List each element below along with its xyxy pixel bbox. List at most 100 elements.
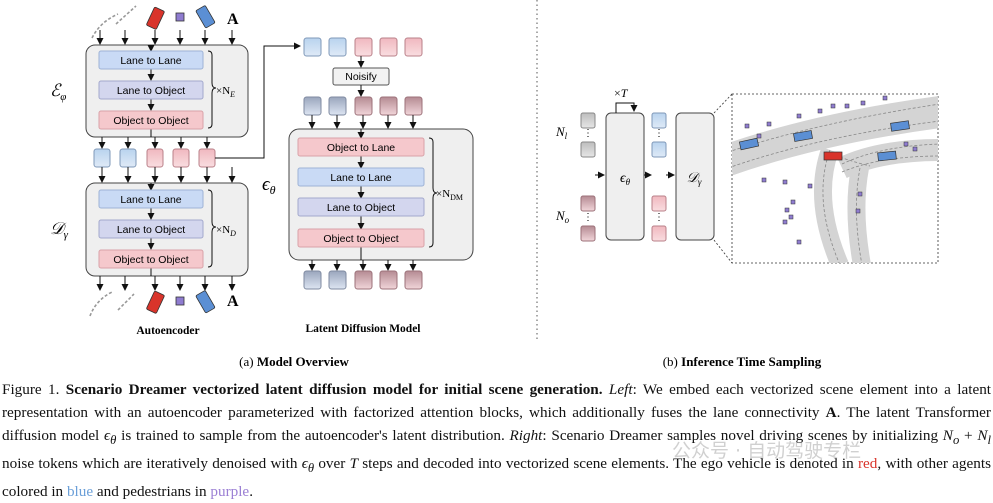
noisy-lane-token (328, 96, 347, 116)
autoencoder-group: A Lane to Lane Lane to Object Object to … (50, 5, 249, 337)
encoder-block-1 (98, 50, 204, 70)
decoder-input-arrows (98, 167, 236, 183)
caption-label: Figure 1. (2, 381, 60, 398)
caption-text: noise tokens which are iteratively denoi… (2, 455, 302, 473)
pedestrian (744, 123, 750, 129)
pedestrian (782, 219, 788, 225)
decoder-symbol: 𝒟γ (50, 219, 69, 241)
denoised-lane-token (651, 112, 667, 129)
input-noise-tokens: ⋮ ⋮ (580, 112, 596, 242)
encoder-block-3-label: Object to Object (113, 115, 188, 127)
denoised-latent-tokens: ⋮ ⋮ (651, 112, 667, 242)
caption-eps2-sub: θ (307, 461, 315, 476)
pedestrian (796, 113, 802, 119)
noise-object-token (580, 195, 596, 212)
caption-text: is trained to sample from the autoencode… (116, 427, 510, 444)
caption-t: T (349, 455, 359, 473)
diffusion-block-3 (297, 197, 425, 217)
caption-no: N (942, 427, 953, 444)
latent-object-token (379, 37, 398, 57)
caption-nl: N (977, 427, 988, 444)
pedestrian (788, 214, 794, 220)
caption-eps2: ϵ (301, 455, 308, 473)
predicted-lane-token (303, 270, 322, 290)
pedestrian (830, 103, 836, 109)
watermark: 公众号 · 自动驾驶专栏 (672, 440, 862, 462)
caption-plus: + (959, 427, 978, 444)
encoder-symbol: ℰφ (50, 81, 66, 103)
scene-elements-bottom: A (89, 290, 239, 317)
clean-latent-tokens (303, 37, 423, 57)
pedestrian (882, 95, 888, 101)
denoised-lane-token (651, 141, 667, 158)
agent-car-icon (195, 290, 216, 314)
decoder-box (675, 112, 715, 241)
predicted-lane-token (328, 270, 347, 290)
decoder-block-1-label: Lane to Lane (120, 194, 181, 206)
road-right-down (847, 166, 871, 263)
caption-text: : We embed each vectorized scene element… (2, 381, 992, 421)
loop-label: ×T (614, 86, 629, 100)
noise-object-token (580, 225, 596, 242)
latent-to-diffusion-arrow (215, 42, 301, 159)
pedestrian (855, 208, 861, 214)
noisify-label: Noisify (345, 71, 377, 83)
lane-line (825, 151, 871, 167)
diffusion-block-4-label: Object to Object (323, 233, 398, 245)
denoised-object-token (651, 195, 667, 212)
diffusion-block-1 (297, 137, 425, 157)
caption-right-word: Right (509, 427, 543, 444)
diffusion-block-4 (297, 228, 425, 248)
autoencoder-title: Autoencoder (136, 325, 199, 337)
caption-text: over (314, 455, 350, 473)
decoder-block-3 (98, 249, 204, 269)
inference-group: Nl No ⋮ ⋮ ϵθ ×T ×T ⋮ ⋮ 𝒟γ (555, 86, 939, 264)
lane-diag-icon (117, 293, 135, 311)
agent-vehicle (793, 130, 813, 142)
subcaption-b: (b) Inference Time Sampling (663, 354, 822, 369)
pedestrian (860, 100, 866, 106)
lane-curve-icon (89, 291, 113, 317)
noise-lane-token (580, 112, 596, 129)
noisy-object-token (404, 96, 423, 116)
caption-text: : Scenario Dreamer samples novel driving… (542, 427, 943, 444)
latent-tokens (93, 148, 216, 168)
encoder-output-arrows (98, 137, 211, 149)
caption-eps-sub: θ (110, 433, 117, 448)
latent-object-token (172, 148, 190, 168)
pedestrian-icon (175, 12, 185, 22)
zoom-line (713, 93, 733, 114)
pedestrian (857, 191, 863, 197)
caption-text: . The latent Transformer diffusion model (2, 404, 991, 444)
latent-lane-token (93, 148, 111, 168)
agent-vehicle (877, 150, 897, 162)
caption-text: . (249, 483, 253, 501)
caption-text: steps and decoded into vectorized scene … (358, 455, 858, 473)
latent-object-token (146, 148, 164, 168)
denoised-tokens (303, 270, 423, 290)
diffusion-block-2-label: Lane to Lane (330, 172, 391, 184)
pedestrian (817, 108, 823, 114)
ellipsis: ⋮ (654, 212, 664, 223)
decoder-block-3-label: Object to Object (113, 254, 188, 266)
diffusion-input-arrows (308, 115, 417, 129)
noisy-lane-token (303, 96, 322, 116)
decoder-box-symbol: 𝒟γ (687, 171, 702, 187)
latent-object-token (354, 37, 373, 57)
caption-blue-word: blue (66, 483, 94, 501)
decoder-output-arrows (96, 276, 236, 291)
diffusion-symbol: ϵθ (262, 174, 276, 197)
diffusion-panel (288, 128, 474, 261)
denoiser-symbol: ϵθ (620, 171, 631, 187)
latent-lane-token (328, 37, 347, 57)
lane-line (732, 103, 938, 152)
caption-nl-sub: l (987, 433, 992, 448)
zoom-line (713, 239, 733, 264)
road-main (732, 96, 938, 176)
lane-line (822, 149, 840, 263)
agent-vehicle (890, 120, 910, 132)
caption-eps: ϵ (104, 427, 111, 444)
diffusion-block-3-label: Lane to Object (327, 202, 395, 214)
lane-diag-icon (115, 5, 137, 25)
adjacency-label-bottom: A (227, 293, 239, 310)
